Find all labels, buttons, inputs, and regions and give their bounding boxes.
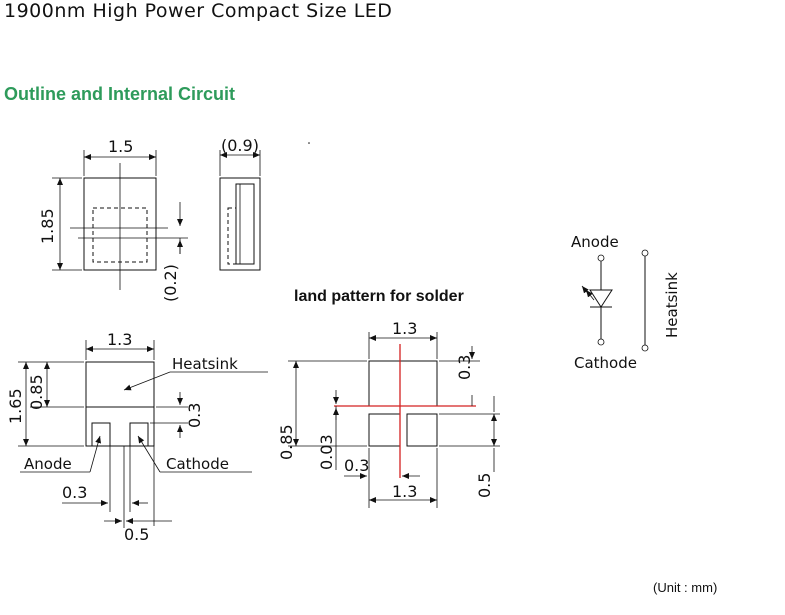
land-anode-pad	[368, 413, 401, 447]
anode-terminal	[597, 254, 605, 262]
dim-offset: (0.2)	[161, 264, 180, 302]
unit-note: (Unit : mm)	[653, 580, 718, 595]
cathode-terminal	[597, 338, 605, 346]
dim-land-top-width: 1.3	[392, 319, 417, 338]
bottom-view-body	[85, 361, 155, 447]
document-title: 1900nm High Power Compact Size LED	[4, 0, 393, 22]
dim-land-total-height: 0.85	[277, 424, 296, 460]
dim-top-width: 1.5	[108, 137, 133, 156]
bottom-view: 1.3 1.65 0.85 0.3 Heatsink Anode Cathode	[6, 330, 268, 544]
bottom-view-cathode-pad	[129, 422, 149, 447]
dim-gap: 0.3	[185, 403, 204, 428]
dim-top-height: 1.85	[38, 208, 57, 244]
circuit-heatsink-label: Heatsink	[663, 272, 681, 338]
section-title: Outline and Internal Circuit	[4, 84, 236, 104]
anode-label: Anode	[24, 455, 72, 473]
side-view-chip	[227, 207, 237, 265]
heatsink-terminal-bottom	[641, 344, 649, 352]
dim-pad-spacing: 0.5	[124, 525, 149, 544]
side-view-body	[219, 177, 261, 271]
dim-land-pad-width: 0.3	[344, 456, 369, 475]
side-view-lens	[235, 183, 255, 265]
dim-side-depth: (0.9)	[221, 136, 259, 155]
dim-land-pad-height: 0.5	[475, 473, 494, 498]
dim-bottom-total-height: 1.65	[6, 388, 25, 424]
top-view: 1.5 1.85 (0.2)	[38, 137, 188, 302]
circuit-anode-label: Anode	[571, 233, 619, 251]
dim-bottom-upper-height: 0.85	[27, 374, 46, 410]
side-view: (0.9)	[219, 136, 310, 271]
led-symbol	[589, 289, 613, 308]
land-cathode-pad	[406, 413, 438, 447]
internal-circuit: Anode Cathode Heatsink	[571, 233, 681, 372]
land-pattern: 1.3 0.3 0.85 0.03 0.3 1.3 0.5	[277, 319, 500, 508]
heatsink-label: Heatsink	[172, 355, 238, 373]
dim-land-gap: 0.03	[317, 434, 336, 470]
bottom-view-anode-pad	[91, 422, 111, 447]
dim-land-top-height: 0.3	[455, 355, 474, 380]
land-heatsink-pad	[368, 360, 438, 407]
dim-land-bottom-width: 1.3	[392, 482, 417, 501]
land-pattern-title: land pattern for solder	[294, 288, 464, 305]
dim-pad-width: 0.3	[62, 483, 87, 502]
cathode-label: Cathode	[166, 455, 229, 473]
dim-bottom-width: 1.3	[107, 330, 132, 349]
heatsink-terminal-top	[641, 249, 649, 257]
circuit-cathode-label: Cathode	[574, 354, 637, 372]
